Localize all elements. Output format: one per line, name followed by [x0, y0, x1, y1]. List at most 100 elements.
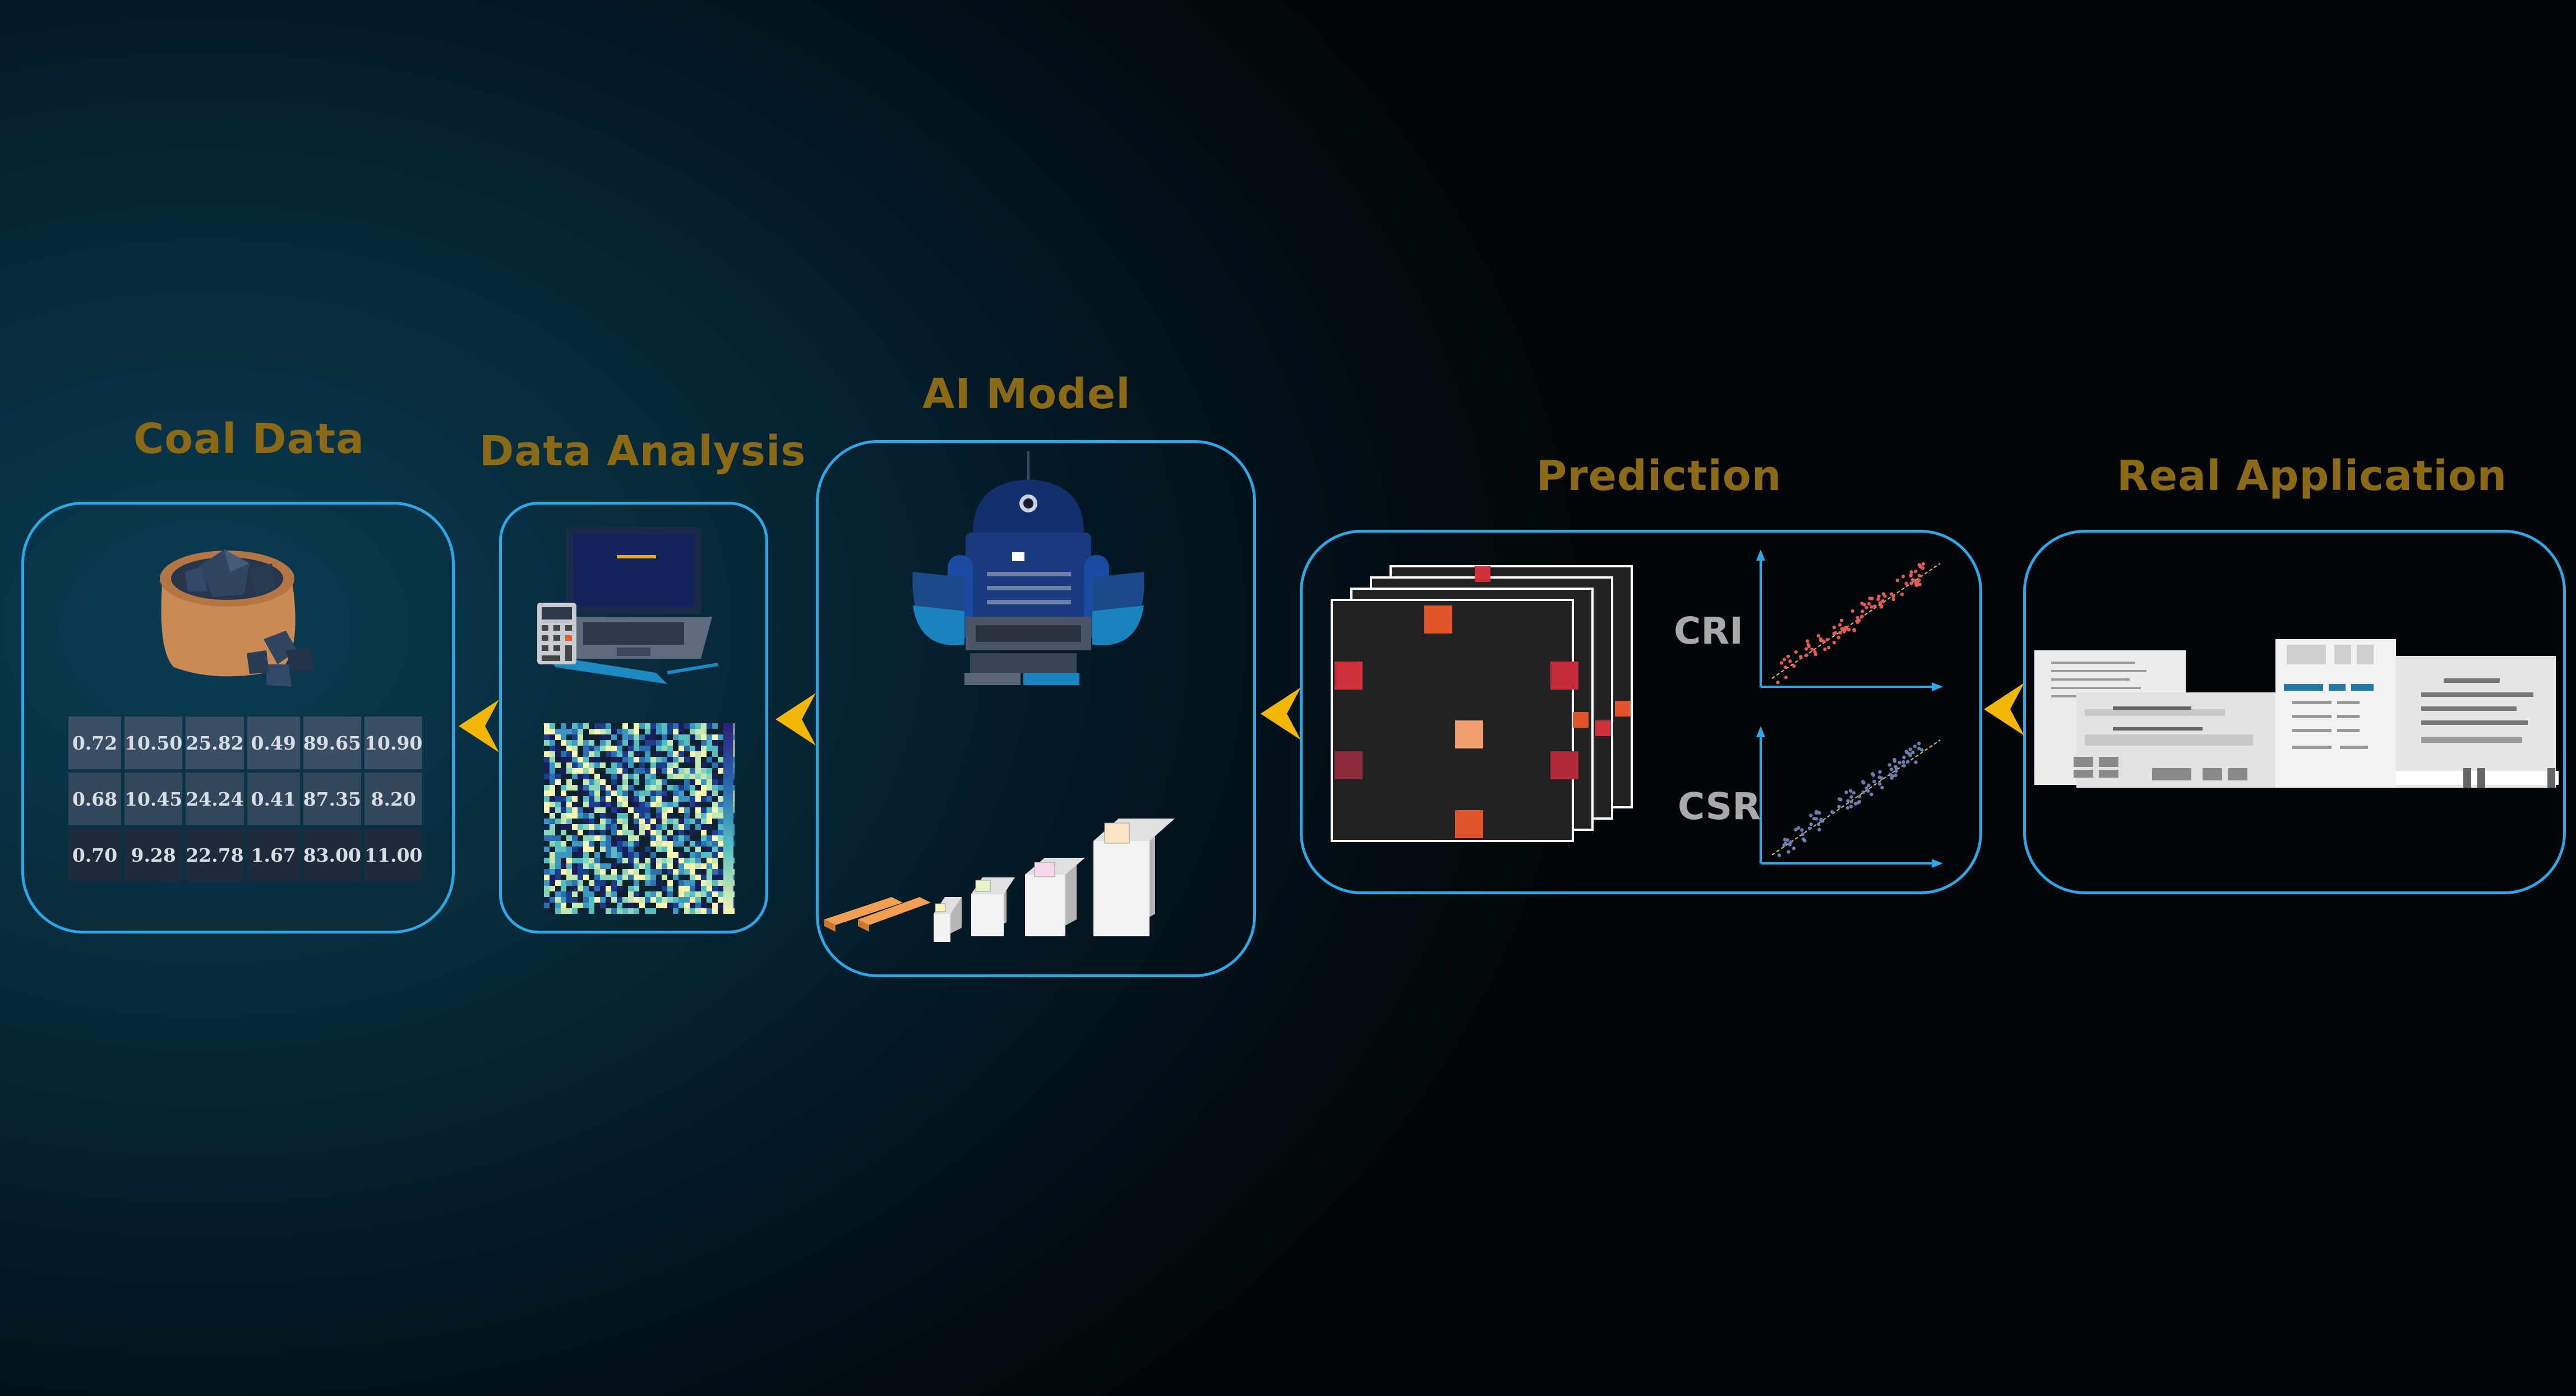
- heatmap-cell: [544, 897, 550, 903]
- heatmap-cell: [600, 891, 606, 897]
- heatmap-cell: [695, 863, 701, 869]
- heatmap-cell: [684, 757, 690, 762]
- heatmap-cell: [544, 819, 550, 824]
- heatmap-cell: [712, 802, 718, 807]
- heatmap-cell: [667, 819, 673, 824]
- heatmap-cell: [611, 785, 617, 791]
- heatmap-cell: [645, 729, 650, 734]
- heatmap-cell: [550, 841, 555, 847]
- heatmap-cell: [701, 819, 707, 824]
- heatmap-cell: [667, 813, 673, 819]
- heatmap-cell: [634, 729, 639, 734]
- heatmap-cell: [662, 774, 667, 779]
- scatter-point: [1861, 790, 1865, 794]
- heatmap-cell: [622, 813, 628, 819]
- heatmap-cell: [701, 835, 707, 841]
- heatmap-cell: [561, 740, 566, 746]
- heatmap-cell: [544, 768, 550, 774]
- heatmap-cell: [622, 740, 628, 746]
- heatmap-cell: [673, 734, 678, 740]
- cnn-layers-diagram: [824, 819, 1175, 942]
- heatmap-cell: [550, 813, 555, 819]
- heatmap-cell: [628, 802, 634, 807]
- heatmap-cell: [578, 863, 583, 869]
- heatmap-cell: [634, 869, 639, 875]
- heatmap-cell: [667, 891, 673, 897]
- heatmap-cell: [662, 746, 667, 751]
- heatmap-cell: [589, 723, 594, 729]
- heatmap-cell: [594, 768, 600, 774]
- heatmap-cell: [650, 796, 656, 802]
- heatmap-cell: [695, 903, 701, 908]
- heatmap-cell: [701, 796, 707, 802]
- heatmap-cell: [662, 779, 667, 785]
- table-cell: 10.50: [124, 717, 183, 769]
- heatmap-cell: [578, 779, 583, 785]
- heatmap-cell: [594, 807, 600, 813]
- heatmap-cell: [639, 729, 645, 734]
- heatmap-cell: [594, 723, 600, 729]
- scatter-point: [1914, 760, 1918, 764]
- heatmap-cell: [583, 830, 589, 835]
- heatmap-cell: [589, 830, 594, 835]
- heatmap-cell: [589, 791, 594, 796]
- heatmap-cell: [583, 757, 589, 762]
- heatmap-cell: [572, 813, 578, 819]
- heatmap-cell: [718, 835, 723, 841]
- scatter-point: [1789, 840, 1793, 844]
- heatmap-cell: [622, 762, 628, 768]
- heatmap-cell: [690, 891, 695, 897]
- heatmap-cell: [606, 734, 611, 740]
- heatmap-cell: [634, 886, 639, 891]
- heatmap-cell: [622, 785, 628, 791]
- heatmap-cell: [718, 785, 723, 791]
- heatmap-cell: [617, 779, 622, 785]
- heatmap-cell: [695, 729, 701, 734]
- heatmap-cell: [707, 734, 712, 740]
- scatter-point: [1788, 659, 1792, 663]
- heatmap-cell: [561, 858, 566, 863]
- heatmap-cell: [628, 796, 634, 802]
- heatmap-cell: [617, 886, 622, 891]
- heatmap-cell: [656, 908, 662, 914]
- heatmap-cell: [600, 875, 606, 880]
- heatmap-cell: [707, 847, 712, 852]
- heatmap-cell: [578, 869, 583, 875]
- heatmap-cell: [695, 852, 701, 858]
- heatmap-cell: [701, 880, 707, 886]
- scatter-point: [1794, 828, 1798, 831]
- heatmap-cell: [606, 751, 611, 757]
- scatter-point: [1823, 647, 1827, 651]
- heatmap-cell: [550, 802, 555, 807]
- heatmap-cell: [550, 869, 555, 875]
- feature-map: [1331, 599, 1574, 842]
- laptop-icon: [550, 527, 718, 684]
- heatmap-cell: [678, 785, 684, 791]
- heatmap-cell: [578, 802, 583, 807]
- heatmap-cell: [712, 740, 718, 746]
- heatmap-cell: [695, 880, 701, 886]
- heatmap-cell: [650, 824, 656, 830]
- heatmap-cell: [639, 723, 645, 729]
- heatmap-cell: [656, 740, 662, 746]
- heatmap-cell: [606, 757, 611, 762]
- heatmap-cell: [572, 863, 578, 869]
- heatmap-cell: [572, 774, 578, 779]
- heatmap-cell: [645, 841, 650, 847]
- heatmap-cell: [639, 819, 645, 824]
- scatter-point: [1783, 838, 1787, 842]
- scatter-point: [1806, 639, 1809, 643]
- heatmap-cell: [678, 869, 684, 875]
- heatmap-cell: [701, 847, 707, 852]
- heatmap-cell: [634, 875, 639, 880]
- heatmap-cell: [645, 852, 650, 858]
- table-cell: 9.28: [124, 829, 183, 881]
- heatmap-cell: [594, 875, 600, 880]
- heatmap-cell: [701, 824, 707, 830]
- heatmap-cell: [634, 757, 639, 762]
- heatmap-cell: [690, 723, 695, 729]
- title-ai-model: AI Model: [922, 370, 1131, 418]
- scatter-point: [1840, 618, 1844, 622]
- table-row: 0.68 10.45 24.24 0.41 87.35 8.20: [68, 773, 423, 825]
- heatmap-cell: [550, 779, 555, 785]
